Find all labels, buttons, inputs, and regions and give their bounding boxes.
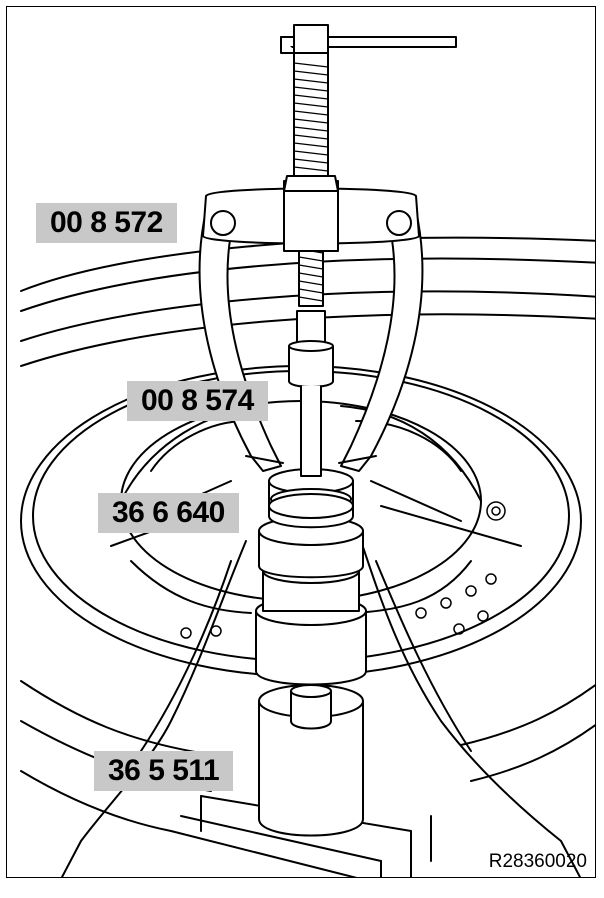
illustration-frame: 00 8 572 00 8 574 36 6 640 36 5 511 R283… <box>6 6 596 878</box>
puller-illustration <box>20 24 595 877</box>
label-puller: 00 8 572 <box>36 203 177 243</box>
t-handle <box>280 24 457 54</box>
label-sleeve: 36 5 511 <box>94 751 234 791</box>
spindle-threads <box>293 62 329 302</box>
disc-holes <box>180 501 506 639</box>
bearing-tool <box>268 468 354 529</box>
work-cloth <box>60 540 582 877</box>
label-adapter: 00 8 574 <box>127 381 268 421</box>
reference-code: R28360020 <box>488 851 587 872</box>
puller-crossbar <box>202 175 420 252</box>
adapter-tool <box>288 310 334 477</box>
label-bearing-tool: 36 6 640 <box>98 493 239 533</box>
sleeve-tool <box>258 684 364 837</box>
stepped-cylinder <box>255 516 367 686</box>
puller-jaws <box>198 210 424 472</box>
